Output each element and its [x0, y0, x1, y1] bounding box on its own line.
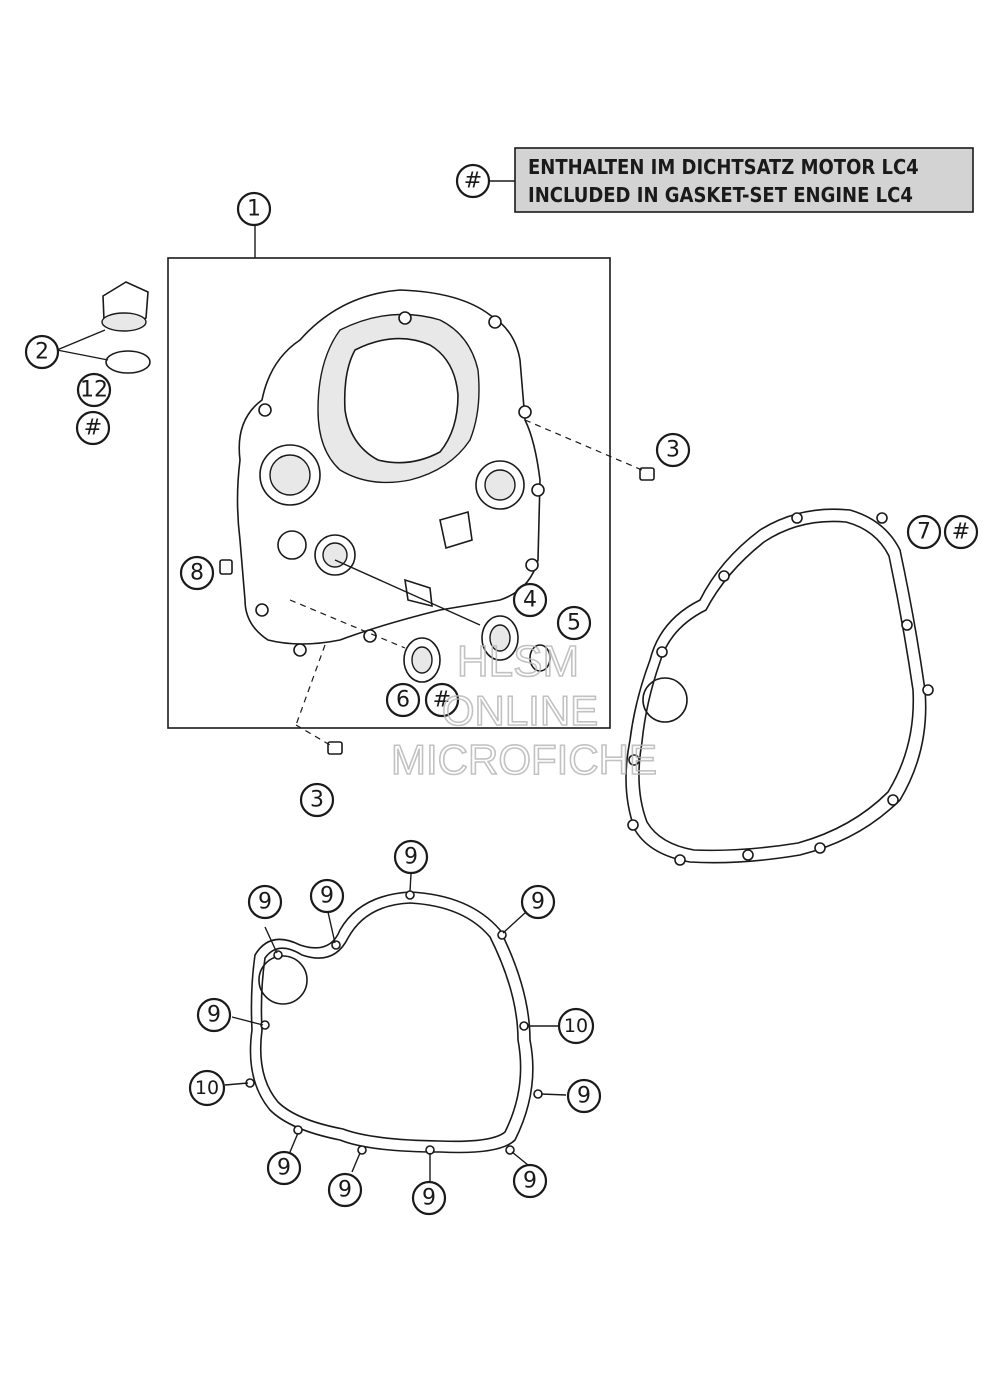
legend-box: [514, 147, 974, 213]
oil-plug: [56, 281, 151, 374]
watermark: HLSM ONLINE MICROFICHE: [390, 636, 658, 784]
gasket-7: [625, 508, 934, 866]
callout-2: 2: [24, 334, 60, 370]
svg-text:4: 4: [523, 588, 537, 613]
callout-6-hash: #: [424, 682, 460, 718]
svg-text:9: 9: [523, 1169, 537, 1194]
watermark-line-1: HLSM: [457, 637, 579, 686]
svg-text:9: 9: [577, 1084, 591, 1109]
svg-text:#: #: [84, 416, 102, 441]
screw: [219, 559, 233, 575]
svg-text:9: 9: [531, 890, 545, 915]
gasket-lower: [224, 873, 567, 1182]
svg-text:9: 9: [258, 890, 272, 915]
svg-text:9: 9: [320, 884, 334, 909]
callout-7-hash: #: [943, 514, 979, 550]
callout-3-top: 3: [655, 432, 691, 468]
assembly-frame: [167, 257, 611, 729]
callout-3-bottom: 3: [299, 782, 335, 818]
callout-12: 12: [76, 372, 112, 408]
callout-9-c: 9: [393, 839, 429, 875]
callout-9-j: 9: [512, 1163, 548, 1199]
svg-text:9: 9: [207, 1003, 221, 1028]
callout-9-i: 9: [411, 1180, 447, 1216]
svg-text:7: 7: [917, 520, 931, 545]
svg-text:1: 1: [247, 197, 261, 222]
svg-text:9: 9: [338, 1178, 352, 1203]
svg-text:12: 12: [80, 378, 108, 403]
callout-6: 6: [385, 682, 421, 718]
legend-text-german: ENTHALTEN IM DICHTSATZ MOTOR LC4: [528, 155, 919, 179]
callout-9-e: 9: [196, 997, 232, 1033]
callout-4: 4: [512, 582, 548, 618]
svg-text:3: 3: [310, 788, 324, 813]
svg-text:10: 10: [564, 1015, 588, 1037]
callout-1: 1: [236, 191, 272, 227]
callout-2-hash: #: [75, 410, 111, 446]
callout-7: 7: [906, 514, 942, 550]
callout-8: 8: [179, 555, 215, 591]
svg-text:6: 6: [396, 688, 410, 713]
callout-9-f: 9: [566, 1078, 602, 1114]
callout-10-b: 10: [188, 1069, 226, 1107]
svg-text:9: 9: [422, 1186, 436, 1211]
callout-9-h: 9: [327, 1172, 363, 1208]
callout-9-a: 9: [247, 884, 283, 920]
legend-hash-symbol: #: [464, 169, 482, 194]
svg-text:8: 8: [190, 561, 204, 586]
callout-5: 5: [556, 605, 592, 641]
callout-10-a: 10: [557, 1007, 595, 1045]
svg-text:#: #: [952, 520, 970, 545]
svg-text:5: 5: [567, 611, 581, 636]
legend-text-english: INCLUDED IN GASKET-SET ENGINE LC4: [528, 183, 913, 207]
legend: # ENTHALTEN IM DICHTSATZ MOTOR LC4 INCLU…: [455, 147, 974, 213]
shaft-seals: [289, 559, 551, 683]
svg-text:#: #: [433, 688, 451, 713]
dowel-pins: [295, 419, 655, 755]
clutch-cover: [236, 289, 545, 657]
svg-text:10: 10: [195, 1077, 219, 1099]
callout-9-b: 9: [309, 878, 345, 914]
callout-9-g: 9: [266, 1150, 302, 1186]
svg-text:2: 2: [35, 340, 49, 365]
watermark-line-2: ONLINE: [442, 687, 598, 734]
svg-text:9: 9: [277, 1156, 291, 1181]
svg-text:3: 3: [666, 438, 680, 463]
watermark-line-3: MICROFICHE: [391, 736, 657, 783]
callout-9-d: 9: [520, 884, 556, 920]
svg-text:9: 9: [404, 845, 418, 870]
